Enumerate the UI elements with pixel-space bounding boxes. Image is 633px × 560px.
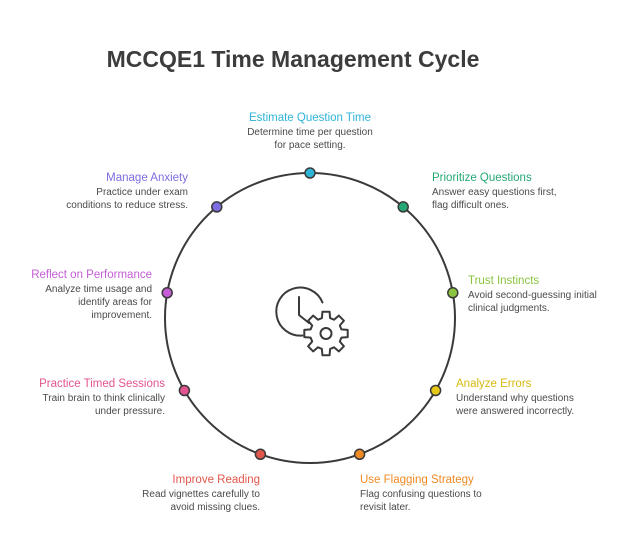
clock-gear-icon [275,286,349,357]
step-marker [178,384,191,397]
step-title: Use Flagging Strategy [360,474,474,486]
cycle-markers [161,167,459,461]
step-description: Answer easy questions first, flag diffic… [432,187,557,211]
step-description: Analyze time usage and identify areas fo… [45,284,152,321]
step-title: Reflect on Performance [31,269,152,281]
step-marker [397,201,409,213]
step-marker [254,448,267,461]
step-title: Manage Anxiety [106,172,188,184]
step-title: Practice Timed Sessions [39,378,165,390]
step-description: Flag confusing questions to revisit late… [360,489,482,513]
step-reflect-on-performance: Reflect on Performance Analyze time usag… [2,268,152,322]
step-use-flagging-strategy: Use Flagging Strategy Flag confusing que… [360,473,550,514]
step-trust-instincts: Trust Instincts Avoid second-guessing in… [468,274,628,315]
step-title: Improve Reading [172,474,260,486]
step-description: Train brain to think clinically under pr… [42,393,165,417]
step-prioritize-questions: Prioritize Questions Answer easy questio… [432,171,627,212]
step-description: Read vignettes carefully to avoid missin… [142,489,260,513]
step-estimate-question-time: Estimate Question Time Determine time pe… [210,111,410,152]
step-marker [429,384,442,397]
step-title: Analyze Errors [456,378,532,390]
page-title: MCCQE1 Time Management Cycle [106,46,480,72]
step-marker [447,287,459,299]
step-practice-timed-sessions: Practice Timed Sessions Train brain to t… [4,377,165,418]
step-description: Determine time per question for pace set… [247,127,373,151]
step-title: Prioritize Questions [432,172,532,184]
step-title: Estimate Question Time [248,112,372,124]
step-title: Trust Instincts [468,275,540,287]
step-analyze-errors: Analyze Errors Understand why questions … [456,377,628,418]
step-improve-reading: Improve Reading Read vignettes carefully… [70,473,260,514]
step-marker [161,287,173,299]
step-marker [353,448,366,461]
step-description: Avoid second-guessing initial clinical j… [468,290,597,314]
step-manage-anxiety: Manage Anxiety Practice under exam condi… [40,171,188,212]
step-marker [211,201,223,213]
step-description: Understand why questions were answered i… [456,393,575,417]
step-marker [304,167,316,179]
step-description: Practice under exam conditions to reduce… [66,187,188,211]
